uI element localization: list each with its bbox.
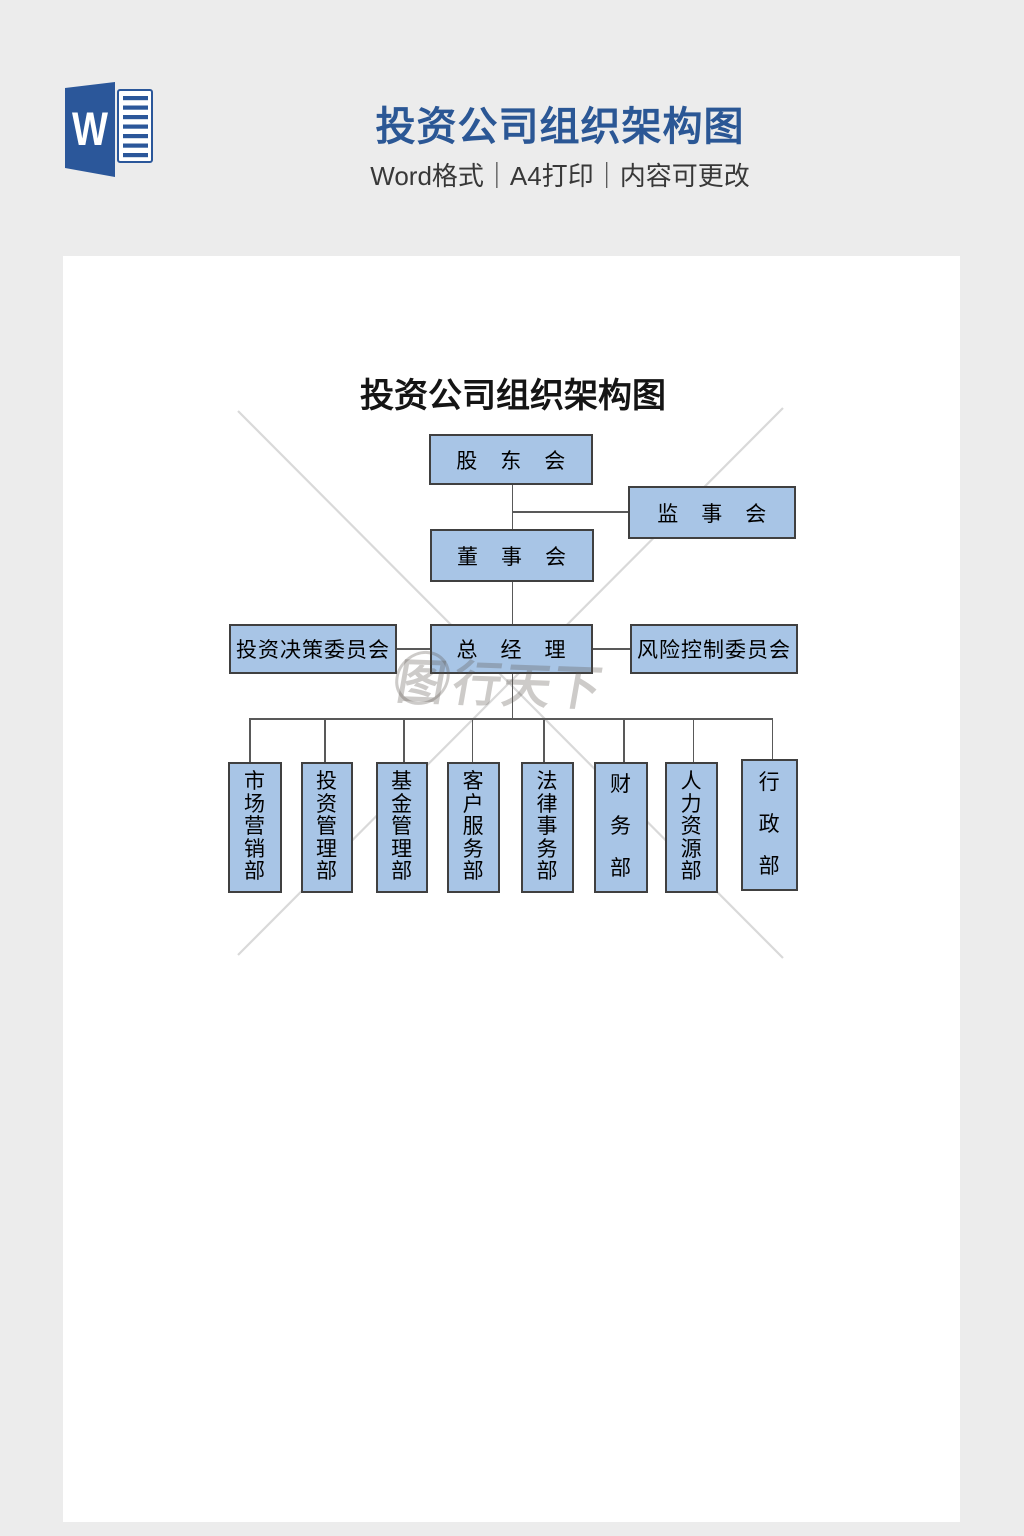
connector-invest-gm (397, 648, 430, 650)
dept-marketing: 市 场 营 销 部 (228, 761, 282, 893)
header: W 投资公司组织架构图 Word格式｜A4打印｜内容可更改 (0, 0, 1024, 256)
dept-customer-service: 客 户 服 务 部 (447, 761, 500, 893)
stub-7 (692, 718, 695, 762)
dept-fund-mgmt: 基 金 管 理 部 (376, 761, 429, 893)
word-icon: W (65, 82, 153, 177)
node-general-manager: 总 经 理 (430, 624, 593, 674)
connector-board-gm (511, 582, 514, 624)
stub-5 (543, 718, 545, 762)
stub-2 (324, 718, 326, 762)
stub-4 (471, 718, 474, 762)
connector-distribution (249, 718, 772, 720)
dept-admin: 行 政 部 (741, 758, 799, 891)
stub-1 (249, 718, 251, 762)
node-investment-committee: 投资决策委员会 (229, 624, 397, 675)
page-subtitle: Word格式｜A4打印｜内容可更改 (370, 161, 750, 191)
connector-gm-down (511, 674, 514, 719)
connector-shareholders-board (511, 485, 514, 529)
chart-title: 投资公司组织架构图 (360, 377, 666, 415)
node-risk-committee: 风险控制委员会 (630, 624, 798, 674)
word-icon-letter: W (72, 102, 109, 155)
node-supervisory: 监 事 会 (628, 486, 797, 539)
node-shareholders: 股 东 会 (429, 434, 594, 486)
connector-gm-risk (593, 648, 630, 650)
stub-3 (403, 718, 405, 762)
stub-6 (623, 718, 625, 762)
dept-finance: 财 务 部 (594, 761, 648, 893)
dept-legal: 法 律 事 务 部 (521, 761, 574, 893)
watermark-text: 图行天下 (390, 646, 630, 716)
document-page: 投资公司组织架构图 股 东 会 监 事 会 董 事 会 投资决策委员会 总 经 … (63, 256, 960, 1522)
dept-investment-mgmt: 投 资 管 理 部 (300, 761, 354, 893)
stub-8 (771, 718, 774, 759)
page-title: 投资公司组织架构图 (375, 105, 745, 149)
node-board: 董 事 会 (430, 529, 594, 583)
connector-supervisory (511, 511, 629, 513)
dept-hr: 人 力 资 源 部 (665, 761, 719, 893)
